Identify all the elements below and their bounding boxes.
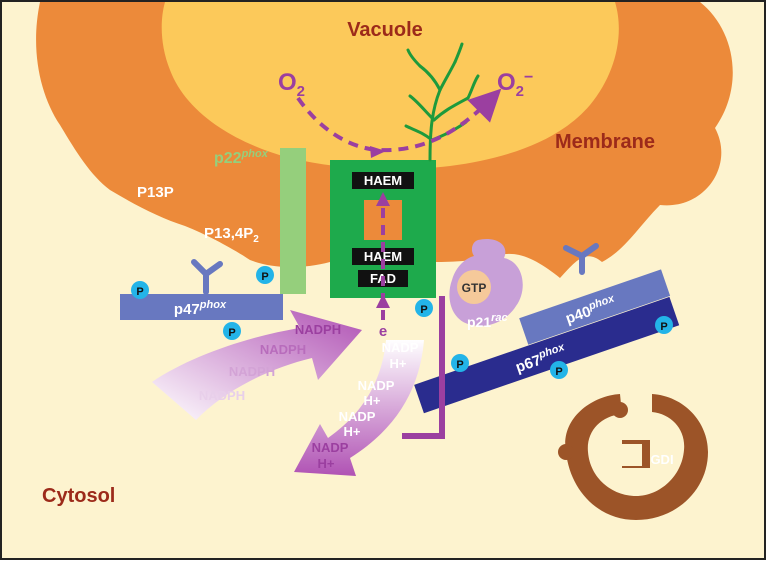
nadp-label-4: NADP [312,440,349,455]
nadph-label-4: NADPH [199,388,245,403]
phosphate-label: P [136,286,143,298]
electron-arrow-head-top [376,192,390,206]
nadp-arrow-shape [294,340,424,476]
phosphate-label: P [555,366,562,378]
gp91-tail-bracket [402,296,445,439]
phosphate-label: P [420,304,427,316]
phosphate-icon [655,316,673,334]
nadph-label-2: NADPH [260,342,306,357]
gtp-circle [457,270,491,304]
haem-bottom-label: HAEM [364,249,402,264]
gdi-label: GDI [650,452,673,467]
nadph-arrow-shape [152,310,362,420]
haem-top-box [352,172,414,189]
hplus-label-3: H+ [344,424,361,439]
receptor-left-icon [191,259,223,295]
p47phox-bar [120,294,283,320]
superoxide-label: O2− [497,69,533,100]
oxygen-to-superoxide-arrow [296,88,502,153]
p13p-label: P13P [137,184,174,201]
cytosol-label: Cytosol [42,485,115,507]
oxygen-arrow-mid-head [370,146,386,158]
p22phox-label: p22phox [214,148,269,167]
phosphate-icon [223,322,241,340]
phosphate-icon [131,281,149,299]
phosphate-icon [256,266,274,284]
p67phox-group: p67phox [414,296,680,414]
phosphate-label: P [261,271,268,283]
hplus-label-2: H+ [364,393,381,408]
p40phox-bar [519,269,671,345]
vacuole-shape [161,2,619,170]
p21rac-label: p21rac [467,312,508,330]
p134p2-label: P13,4P2 [204,225,259,245]
haem-top-label: HAEM [364,173,402,188]
phosphate-icon [415,299,433,317]
membrane-label: Membrane [555,131,655,153]
gdi-knob-left [558,444,574,460]
phosphate-label: P [660,321,667,333]
nadph-label-1: NADPH [295,322,341,337]
p47phox-label: p47phox [174,299,227,318]
nadp-label-3: NADP [339,409,376,424]
phosphate-label: P [228,327,235,339]
nadp-label-1: NADP [382,340,419,355]
phosphate-icon [550,361,568,379]
gdi-knob-top [612,402,628,418]
hplus-label-1: H+ [390,356,407,371]
electron-label: e [379,323,387,340]
oxygen-label: O2 [278,69,305,100]
p40phox-group: p40phox [519,269,671,345]
haem-bottom-box [352,248,414,265]
electron-arrow-head-bottom [376,294,390,308]
receptor-right-icon [563,243,599,275]
p22phox-column [280,148,306,294]
hplus-label-4: H+ [318,456,335,471]
vacuole-label: Vacuole [347,19,423,41]
gdi-notch [612,444,642,466]
nadph-label-3: NADPH [229,364,275,379]
phosphate-label: P [456,359,463,371]
nadp-label-2: NADP [358,378,395,393]
gtp-label: GTP [462,281,487,295]
phosphate-group: P P P P P P P [131,266,673,379]
phosphate-icon [451,354,469,372]
p67phox-bar [414,296,680,414]
